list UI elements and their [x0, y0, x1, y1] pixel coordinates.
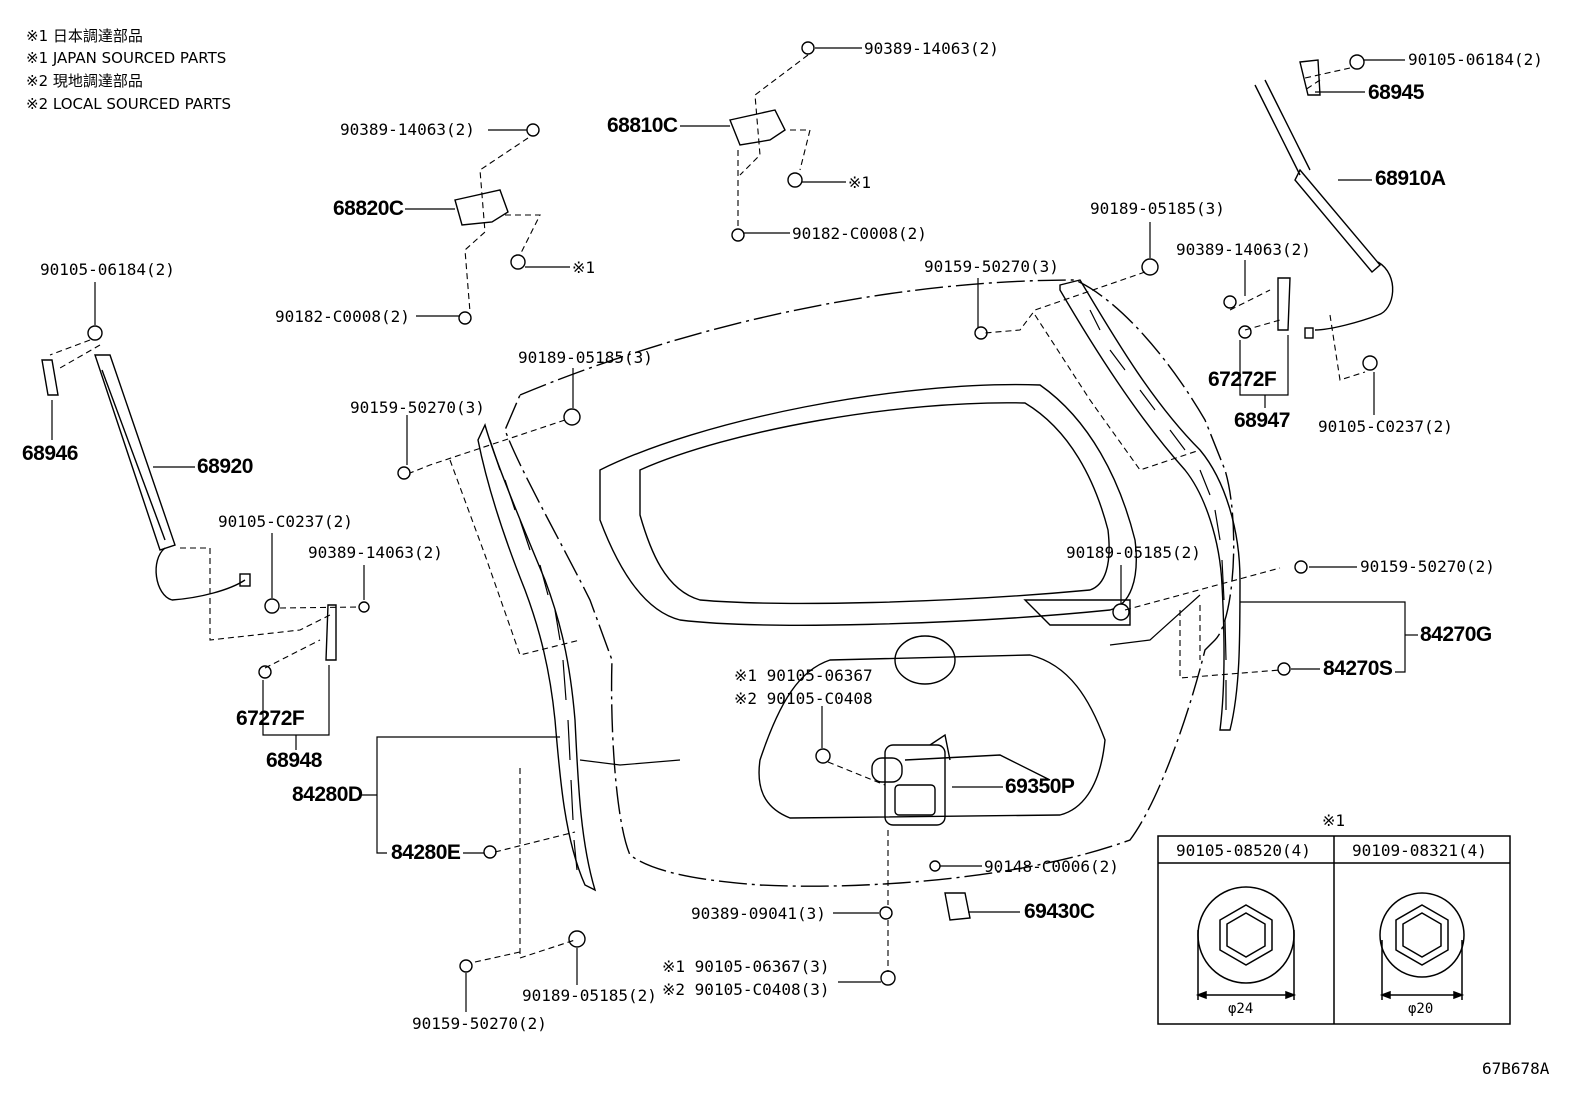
- label-90105-06184-left: 90105-06184(2): [40, 260, 175, 279]
- label-90105-06184-right: 90105-06184(2): [1408, 50, 1543, 69]
- left-garnish: [477, 423, 597, 892]
- inset-dim-2: φ20: [1408, 1001, 1434, 1017]
- label-67272F-right: 67272F: [1208, 368, 1277, 391]
- label-90148-C0006: 90148-C0006(2): [984, 857, 1119, 876]
- bracket-68947: [1277, 277, 1291, 331]
- label-68920: 68920: [197, 455, 253, 478]
- inset-dim-1: φ24: [1228, 1001, 1254, 1017]
- label-84280D: 84280D: [292, 783, 363, 806]
- label-90105-06367-b: ※1 90105-06367(3): [662, 957, 830, 976]
- label-68948: 68948: [266, 749, 322, 772]
- note-local-en: ※2 LOCAL SOURCED PARTS: [26, 95, 231, 113]
- label-90189-05185-bottom-left: 90189-05185(2): [522, 986, 657, 1005]
- inset-header-1: 90105-08520(4): [1176, 841, 1311, 860]
- label-90182-C0008-a: 90182-C0008(2): [792, 224, 927, 243]
- strut-68910A: [1254, 59, 1394, 339]
- label-90105-C0408-a: ※2 90105-C0408: [734, 689, 873, 708]
- label-90389-14063-top-left: 90389-14063(2): [340, 120, 475, 139]
- label-69350P: 69350P: [1005, 775, 1075, 798]
- label-90182-C0008-b: 90182-C0008(2): [275, 307, 410, 326]
- inset-table: [1157, 835, 1511, 1025]
- note-japan-en: ※1 JAPAN SOURCED PARTS: [26, 49, 227, 67]
- inset-header-2: 90109-08321(4): [1352, 841, 1487, 860]
- label-90105-C0237-right: 90105-C0237(2): [1318, 417, 1453, 436]
- label-90389-14063-top: 90389-14063(2): [864, 39, 999, 58]
- label-68810C: 68810C: [607, 114, 678, 137]
- label-84280E: 84280E: [391, 841, 461, 864]
- label-90105-06367-a: ※1 90105-06367: [734, 666, 873, 685]
- strut-68920: [41, 354, 251, 601]
- illustration-code: 67B678A: [1482, 1059, 1550, 1078]
- window-outline: [599, 383, 1137, 626]
- label-68947: 68947: [1234, 409, 1290, 432]
- label-90159-50270-bottom-left: 90159-50270(2): [412, 1014, 547, 1033]
- fasteners: [87, 41, 1378, 986]
- label-90189-05185-2: 90189-05185(2): [1066, 543, 1201, 562]
- hinge-68820C: [454, 189, 509, 226]
- label-90189-05185-right: 90189-05185(3): [1090, 199, 1225, 218]
- emblem: [894, 635, 956, 685]
- label-68945: 68945: [1368, 81, 1424, 104]
- note-local-jp: ※2 現地調達部品: [26, 72, 143, 90]
- hinge-68810C: [729, 109, 786, 146]
- label-68820C: 68820C: [333, 197, 404, 220]
- label-mark1-b: ※1: [572, 258, 596, 277]
- note-japan-jp: ※1 日本調達部品: [26, 27, 143, 45]
- label-90105-C0237-left: 90105-C0237(2): [218, 512, 353, 531]
- label-90389-14063-right: 90389-14063(2): [1176, 240, 1311, 259]
- window-inner: [639, 402, 1110, 605]
- label-68946: 68946: [22, 442, 78, 465]
- label-90159-50270-right: 90159-50270(3): [924, 257, 1059, 276]
- lock-69350P: [871, 733, 951, 826]
- label-68910A: 68910A: [1375, 167, 1446, 190]
- label-67272F-left: 67272F: [236, 707, 305, 730]
- license-area: [758, 654, 1106, 819]
- label-90159-50270-2-right: 90159-50270(2): [1360, 557, 1495, 576]
- inset-mark: ※1: [1322, 811, 1346, 830]
- back-door-outline: [504, 279, 1235, 887]
- label-84270G: 84270G: [1420, 623, 1492, 646]
- label-90159-50270-left: 90159-50270(3): [350, 398, 485, 417]
- switch-69430C: [944, 892, 971, 921]
- label-90389-09041: 90389-09041(3): [691, 904, 826, 923]
- right-garnish: [1059, 279, 1241, 731]
- label-69430C: 69430C: [1024, 900, 1095, 923]
- label-90189-05185-left: 90189-05185(3): [518, 348, 653, 367]
- label-mark1-a: ※1: [848, 173, 872, 192]
- bracket-68948: [325, 604, 337, 661]
- label-84270S: 84270S: [1323, 657, 1393, 680]
- label-90105-C0408-b: ※2 90105-C0408(3): [662, 980, 830, 999]
- label-90389-14063-left: 90389-14063(2): [308, 543, 443, 562]
